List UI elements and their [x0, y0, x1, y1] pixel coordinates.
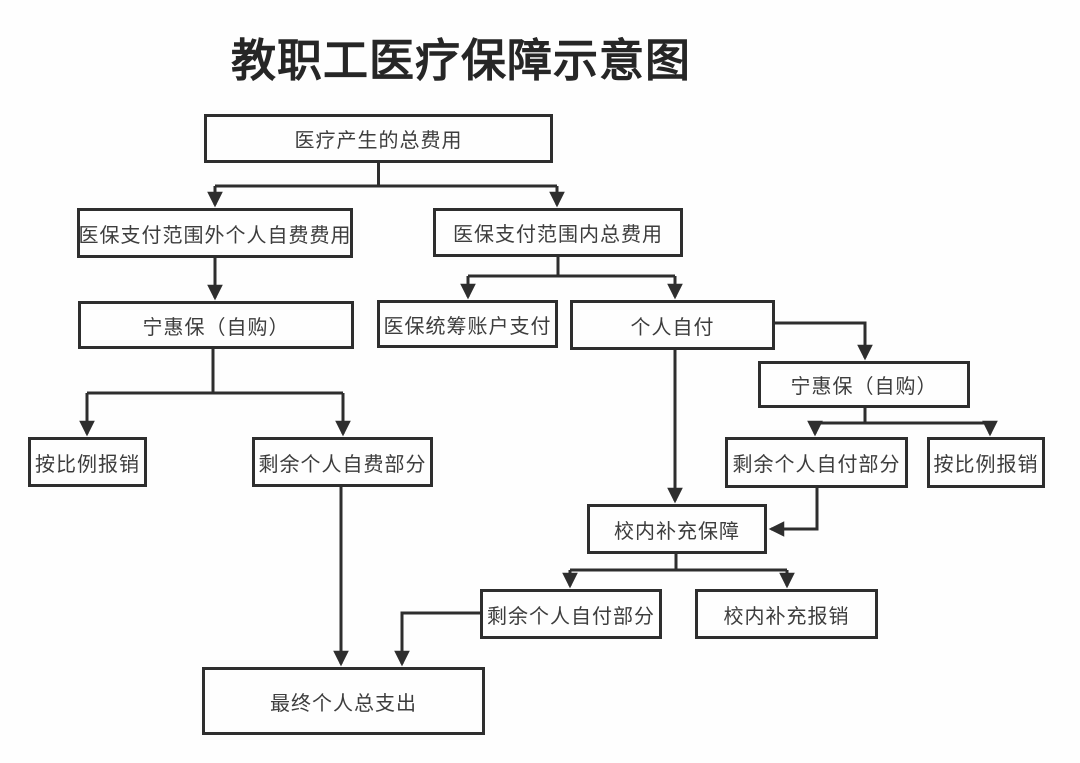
node-remaining-self-pay-right: 剩余个人自付部分	[725, 437, 908, 488]
node-outside-scope-self-fee: 医保支付范围外个人自费费用	[77, 208, 353, 258]
node-proportional-reimburse-right: 按比例报销	[927, 437, 1045, 488]
node-total-medical-cost: 医疗产生的总费用	[204, 114, 553, 163]
node-inside-scope-total-cost: 医保支付范围内总费用	[433, 208, 683, 257]
node-pooled-account-payment: 医保统筹账户支付	[377, 300, 558, 348]
node-campus-supplement: 校内补充保障	[587, 504, 767, 554]
connector-remain-right-to-campus	[768, 488, 819, 537]
node-ninghuibao-right: 宁惠保（自购）	[758, 361, 970, 408]
node-campus-reimburse: 校内补充报销	[695, 589, 878, 639]
connector-remain-bottom-to-final	[394, 611, 480, 667]
node-final-total-spend: 最终个人总支出	[202, 667, 485, 735]
node-proportional-reimburse-left: 按比例报销	[28, 437, 147, 487]
diagram-title: 教职工医疗保障示意图	[230, 35, 691, 86]
node-remaining-self-fee: 剩余个人自费部分	[252, 437, 433, 487]
node-remaining-self-pay-bottom: 剩余个人自付部分	[480, 589, 662, 639]
node-ninghuibao-left: 宁惠保（自购）	[78, 301, 354, 349]
connector-selfpay-to-ninghuibao-right	[775, 321, 873, 361]
node-personal-self-pay: 个人自付	[570, 300, 775, 350]
